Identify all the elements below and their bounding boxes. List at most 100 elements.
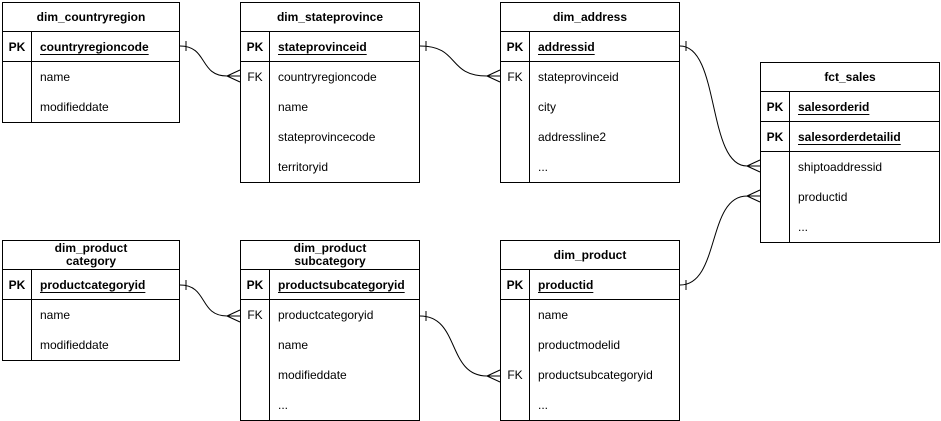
key-label: FK [501,62,530,92]
table-row[interactable]: FK countryregioncode [241,62,419,92]
entity-dim_stateprovince[interactable]: dim_stateprovince PK stateprovinceid FK … [240,2,420,183]
table-row[interactable]: PK productcategoryid [3,270,179,300]
table-row[interactable]: addressline2 [501,122,679,152]
key-label [241,92,270,122]
key-label: PK [241,270,270,299]
table-row[interactable]: modifieddate [3,330,179,360]
field-name: addressid [538,39,595,54]
relationship-dim_product-to-fct_sales[interactable] [679,189,761,290]
field-name: ... [538,160,549,174]
field-name: territoryid [278,160,329,174]
field-name: name [278,338,309,352]
entity-title: dim_product [501,241,679,270]
key-label [241,330,270,360]
key-label [501,330,530,360]
table-row[interactable]: name [241,330,419,360]
table-row[interactable]: ... [241,390,419,420]
entity-title: fct_sales [761,63,939,92]
table-row[interactable]: PK salesorderid [761,92,939,122]
key-label [3,62,32,92]
field-name: name [538,308,569,322]
key-label: PK [761,122,790,151]
table-row[interactable]: name [501,300,679,330]
field-name: stateprovincecode [278,130,376,144]
field-name: stateprovinceid [538,70,619,84]
table-row[interactable]: ... [761,212,939,242]
table-row[interactable]: productid [761,182,939,212]
table-row[interactable]: modifieddate [241,360,419,390]
field-name: productcategoryid [40,277,146,292]
field-name: salesorderid [798,99,870,114]
field-name: productsubcategoryid [278,277,405,292]
table-row[interactable]: PK addressid [501,32,679,62]
field-name: countryregioncode [40,39,149,54]
table-row[interactable]: name [241,92,419,122]
key-label: PK [3,270,32,299]
field-name: ... [538,398,549,412]
key-label [241,122,270,152]
key-label: FK [241,62,270,92]
table-row[interactable]: PK stateprovinceid [241,32,419,62]
table-row[interactable]: FK productsubcategoryid [501,360,679,390]
key-label: FK [241,300,270,330]
field-name: name [40,308,71,322]
table-row[interactable]: PK productsubcategoryid [241,270,419,300]
table-row[interactable]: territoryid [241,152,419,182]
key-label [501,122,530,152]
table-row[interactable]: FK productcategoryid [241,300,419,330]
table-row[interactable]: name [3,62,179,92]
key-label: PK [241,32,270,61]
table-row[interactable]: shiptoaddressid [761,152,939,182]
entity-fct_sales[interactable]: fct_sales PK salesorderid PK salesorderd… [760,62,940,243]
key-label [3,300,32,330]
table-row[interactable]: modifieddate [3,92,179,122]
key-label [501,390,530,420]
key-label [501,92,530,122]
entity-dim_address[interactable]: dim_address PK addressid FK stateprovinc… [500,2,680,183]
entity-title: dim_product category [3,241,179,270]
table-row[interactable]: ... [501,390,679,420]
key-label: PK [3,32,32,61]
field-name: productcategoryid [278,308,374,322]
key-label [241,390,270,420]
relationship-dim_stateprovince-to-dim_address[interactable] [419,41,501,83]
table-row[interactable]: PK productid [501,270,679,300]
key-label [501,300,530,330]
entity-dim_countryregion[interactable]: dim_countryregion PK countryregioncode n… [2,2,180,123]
field-name: modifieddate [278,368,347,382]
field-name: shiptoaddressid [798,160,883,174]
key-label: PK [761,92,790,121]
relationship-dim_productcategory-to-dim_productsubcategory[interactable] [179,280,241,323]
field-name: countryregioncode [278,70,377,84]
key-label: PK [501,270,530,299]
table-row[interactable]: FK stateprovinceid [501,62,679,92]
field-name: modifieddate [40,100,109,114]
field-name: addressline2 [538,130,607,144]
key-label [761,212,790,242]
field-name: productsubcategoryid [538,368,653,382]
table-row[interactable]: PK countryregioncode [3,32,179,62]
table-row[interactable]: ... [501,152,679,182]
relationship-dim_productsubcategory-to-dim_product[interactable] [419,311,501,383]
entity-title: dim_product subcategory [241,241,419,270]
field-name: name [40,70,71,84]
relationship-dim_address-to-fct_sales[interactable] [679,41,761,173]
table-row[interactable]: PK salesorderdetailid [761,122,939,152]
table-row[interactable]: name [3,300,179,330]
key-label [3,92,32,122]
relationship-dim_countryregion-to-dim_stateprovince[interactable] [179,41,241,83]
key-label [241,152,270,182]
table-row[interactable]: productmodelid [501,330,679,360]
entity-dim_productcategory[interactable]: dim_product category PK productcategoryi… [2,240,180,361]
entity-title: dim_countryregion [3,3,179,32]
table-row[interactable]: stateprovincecode [241,122,419,152]
field-name: productid [538,277,594,292]
field-name: modifieddate [40,338,109,352]
entity-dim_productsubcategory[interactable]: dim_product subcategory PK productsubcat… [240,240,420,421]
entity-dim_product[interactable]: dim_product PK productid name productmod… [500,240,680,421]
field-name: productmodelid [538,338,621,352]
table-row[interactable]: city [501,92,679,122]
field-name: salesorderdetailid [798,129,901,144]
